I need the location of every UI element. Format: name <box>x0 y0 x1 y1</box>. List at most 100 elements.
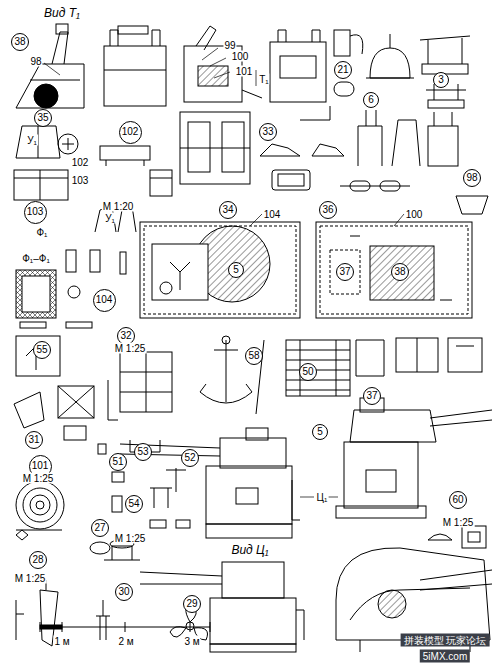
drawing-stroke <box>242 90 262 98</box>
drawing-stroke <box>430 410 492 426</box>
drawing-stroke <box>270 42 326 102</box>
callout-number: 38 <box>11 33 29 51</box>
drawing-stroke <box>62 138 74 150</box>
drawing-stroke <box>296 610 304 640</box>
watermark: 5iMX.com <box>420 650 470 663</box>
drawing-stroke <box>120 352 172 412</box>
drawing-stroke <box>52 32 68 64</box>
callout-text: 3 <box>438 75 444 85</box>
callout-number: 34 <box>219 201 237 219</box>
drawing-stroke <box>286 340 350 396</box>
drawing-stroke <box>166 468 186 492</box>
drawing-label: 101 <box>235 66 254 77</box>
winch-side <box>184 26 262 102</box>
drawing-label: М 1:20 <box>102 201 135 212</box>
drawing-stroke <box>336 506 426 518</box>
drawing-stroke <box>220 438 286 468</box>
callout-text: 51 <box>112 457 123 467</box>
callout-number: 6 <box>363 92 379 108</box>
callout-number: 36 <box>319 201 337 219</box>
drawing-stroke <box>392 120 420 166</box>
drawing-stroke <box>104 30 166 70</box>
item-35 <box>16 126 60 158</box>
grate-50 <box>286 340 350 396</box>
drawing-stroke <box>16 64 84 108</box>
drawing-stroke <box>14 170 68 200</box>
drawing-stroke <box>14 392 44 428</box>
drawing-label: 1 м <box>53 636 70 647</box>
drawing-stroke <box>90 542 110 554</box>
drawing-stroke <box>14 170 68 200</box>
detail-y1 <box>58 134 78 154</box>
drawing-stroke <box>180 148 250 149</box>
watermark: 拼装模型 玩家论坛 <box>401 634 490 647</box>
drawing-stroke <box>396 338 438 372</box>
ventilator <box>366 34 414 78</box>
callout-text: 104 <box>96 295 113 305</box>
drawing-stroke <box>66 322 92 328</box>
drawing-stroke <box>58 386 94 418</box>
drawing-stroke <box>100 616 106 640</box>
callout-number: 103 <box>24 201 47 224</box>
drawing-stroke <box>140 572 222 584</box>
item-6 <box>358 110 458 166</box>
drawing-stroke <box>312 144 344 156</box>
drawing-stroke <box>468 532 480 542</box>
callout-text: 31 <box>28 435 39 445</box>
callout-number: 28 <box>29 551 47 569</box>
drawing-stroke <box>390 34 391 48</box>
anchor-58 <box>200 336 264 414</box>
callout-text: 33 <box>262 127 273 137</box>
drawing-stroke <box>140 222 300 318</box>
callout-text: 102 <box>122 127 139 137</box>
drawing-label: 103 <box>71 175 90 186</box>
drawing-stroke <box>16 600 24 640</box>
drawing-stroke <box>278 30 320 42</box>
winch-front <box>104 26 166 106</box>
drawing-stroke <box>420 36 470 64</box>
item-102 <box>100 146 150 166</box>
drawing-stroke <box>40 625 62 629</box>
callout-text: 54 <box>128 499 139 509</box>
turret-left <box>120 428 300 538</box>
drawing-stroke <box>236 488 258 504</box>
drawing-stroke <box>66 250 76 272</box>
drawing-label: М 1:25 <box>114 533 147 544</box>
winch-rear <box>270 30 326 102</box>
drawing-stroke <box>206 524 292 538</box>
fitting-21 <box>334 30 363 96</box>
drawing-stroke <box>428 126 458 166</box>
drawing-stroke <box>210 644 296 652</box>
callout-number: 55 <box>33 341 51 359</box>
drawing-stroke <box>350 236 452 300</box>
drawing-stroke <box>150 178 172 179</box>
drawing-stroke <box>456 346 474 347</box>
callout-number: 31 <box>25 431 43 449</box>
drawing-stroke <box>56 24 68 34</box>
callout-number: 21 <box>334 61 352 79</box>
drawing-stroke <box>23 488 57 522</box>
drawing-stroke <box>280 56 316 78</box>
item-30 <box>96 600 110 640</box>
callout-text: 55 <box>36 345 47 355</box>
drawing-stroke <box>350 588 470 620</box>
drawing-stroke <box>160 282 172 294</box>
drawing-label: Ф₁–Ф₁ <box>21 253 51 264</box>
item-98-small <box>456 196 488 214</box>
drawing-label: 2 м <box>117 636 134 647</box>
drawing-label: 3 м <box>183 636 200 647</box>
callout-text: 52 <box>184 453 195 463</box>
callout-text: 5 <box>233 265 239 275</box>
callout-text: 60 <box>452 495 463 505</box>
drawing-stroke <box>150 520 166 528</box>
drawing-stroke <box>350 35 363 54</box>
drawing-stroke <box>176 520 190 528</box>
drawing-stroke <box>260 144 300 156</box>
drawing-stroke <box>344 442 418 508</box>
drawing-stroke <box>30 80 80 81</box>
drawing-stroke <box>316 222 472 318</box>
drawing-stroke <box>150 170 172 196</box>
drawing-stroke <box>358 110 382 166</box>
drawing-stroke <box>16 530 28 540</box>
turret-cutaway <box>336 548 492 652</box>
